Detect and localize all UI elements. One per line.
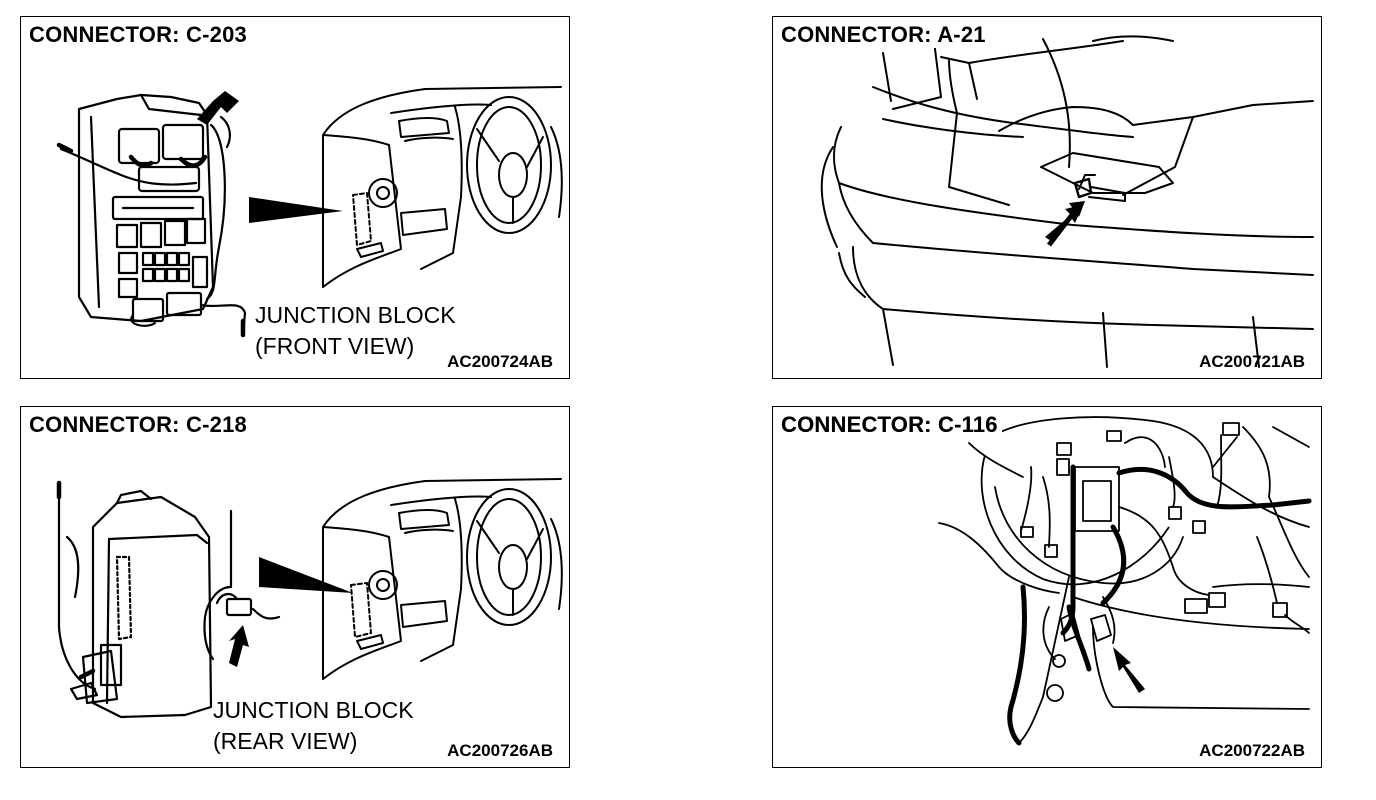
panel-title-overlay: CONNECTOR: C-116 xyxy=(781,412,998,437)
caption-line-2: (FRONT VIEW) xyxy=(255,333,415,359)
junction-block-caption: JUNCTION BLOCK (REAR VIEW) xyxy=(213,695,414,757)
panel-title: CONNECTOR: C-116 xyxy=(781,412,1002,438)
caption-line-2: (REAR VIEW) xyxy=(213,728,358,754)
panel-connector-a21: CONNECTOR: A-21 xyxy=(772,16,1322,379)
panel-title: CONNECTOR: C-203 xyxy=(29,22,251,48)
panel-connector-c203: CONNECTOR: C-203 xyxy=(20,16,570,379)
figure-code: AC200726AB xyxy=(447,741,553,760)
figure-code: AC200721AB xyxy=(1199,352,1305,371)
figure-code: AC200722AB xyxy=(1199,741,1305,760)
caption-line-1: JUNCTION BLOCK xyxy=(255,302,456,328)
junction-block-front-view-illustration xyxy=(56,86,563,338)
front-bumper-illustration xyxy=(820,30,1314,368)
panel-title: CONNECTOR: C-218 xyxy=(29,412,251,438)
junction-block-caption: JUNCTION BLOCK (FRONT VIEW) xyxy=(255,300,456,362)
figure-code: AC200724AB xyxy=(447,352,553,371)
harness-under-dash-illustration xyxy=(938,416,1312,746)
caption-line-1: JUNCTION BLOCK xyxy=(213,697,414,723)
junction-block-rear-view-illustration xyxy=(56,478,563,719)
panel-title: CONNECTOR: A-21 xyxy=(781,22,990,48)
panel-connector-c116: CONNECTOR: C-116 xyxy=(772,406,1322,768)
panel-connector-c218: CONNECTOR: C-218 xyxy=(20,406,570,768)
